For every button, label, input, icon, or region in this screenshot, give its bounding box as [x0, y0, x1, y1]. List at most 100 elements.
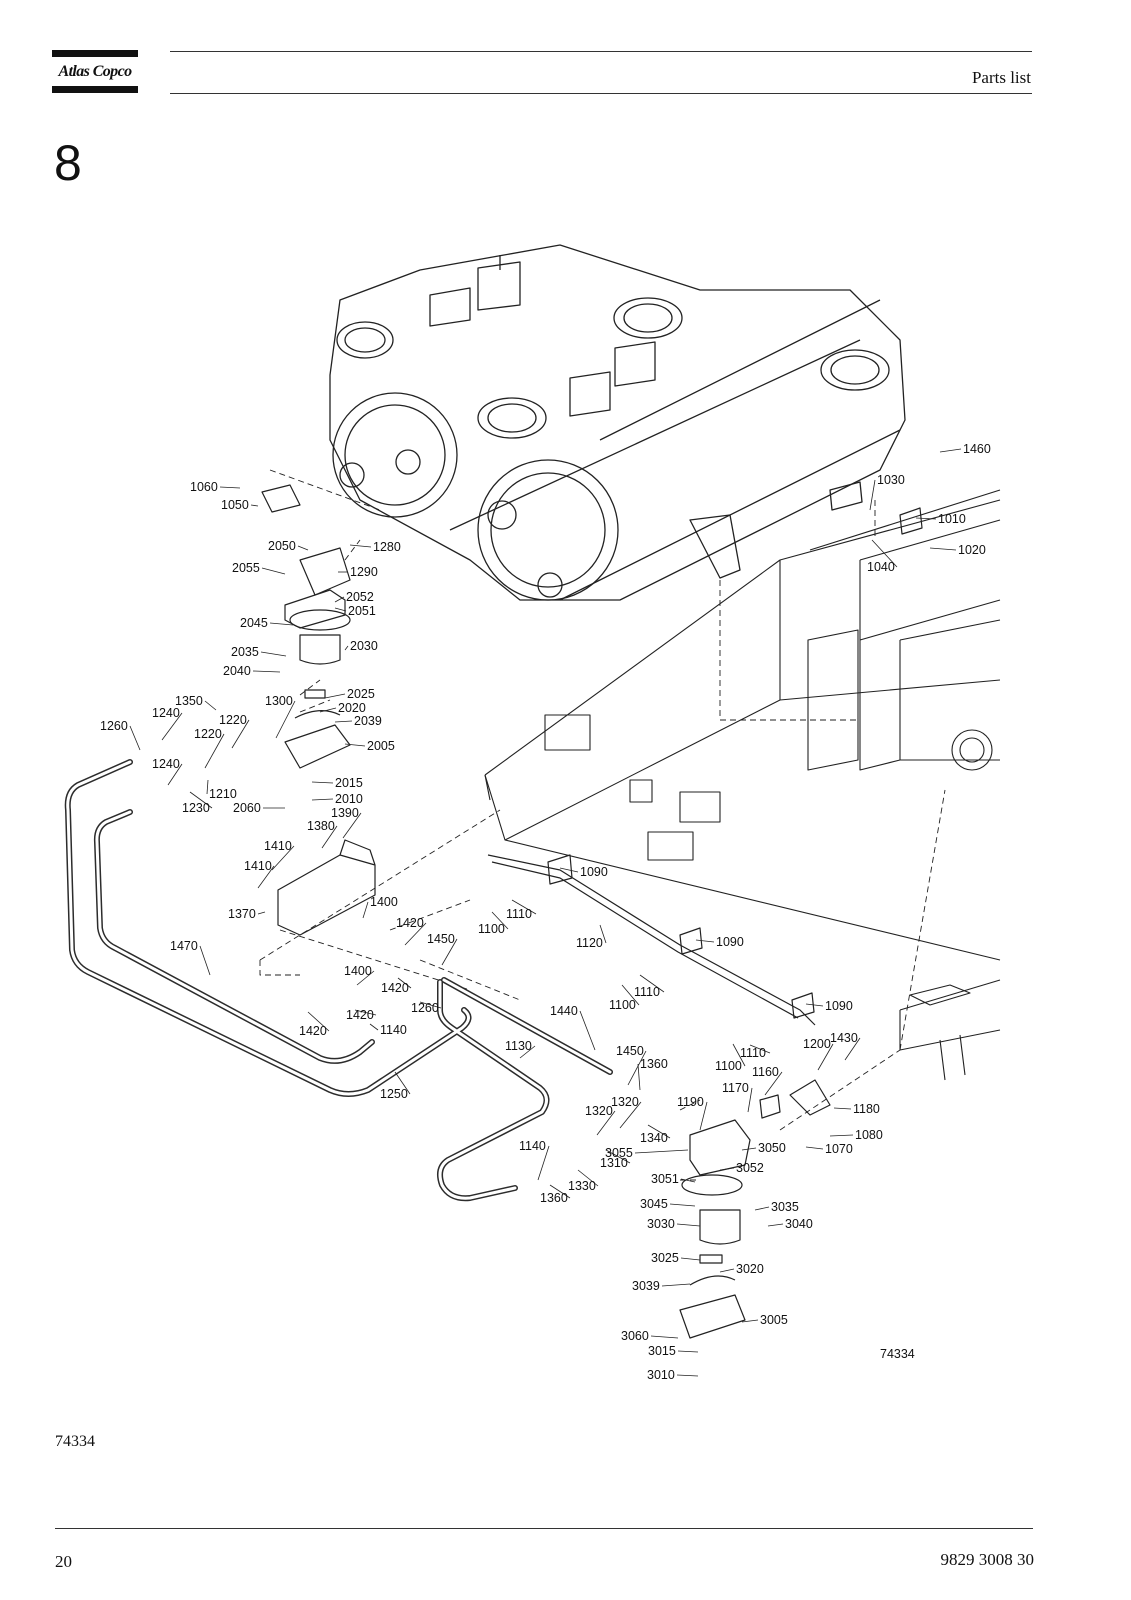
part-label-1310: 1310 — [600, 1156, 628, 1170]
part-label-1350: 1350 — [175, 694, 203, 708]
part-label-1320: 1320 — [585, 1104, 613, 1118]
leader-line-1140 — [369, 1023, 379, 1031]
leader-line-1100 — [491, 911, 509, 930]
part-label-1440: 1440 — [550, 1004, 578, 1018]
leader-line-1030 — [869, 479, 876, 511]
leader-line-3025 — [680, 1257, 701, 1261]
part-label-1140: 1140 — [519, 1139, 546, 1153]
leader-line-1230 — [189, 791, 213, 809]
part-label-2051: 2051 — [348, 604, 376, 618]
leader-line-1410 — [271, 845, 295, 871]
leader-line-1320 — [619, 1101, 642, 1129]
part-label-1030: 1030 — [877, 473, 905, 487]
leader-line-1040 — [871, 539, 898, 568]
part-label-1100: 1100 — [609, 998, 636, 1012]
atlas-copco-logo: Atlas Copco — [52, 50, 138, 93]
part-label-3052: 3052 — [736, 1161, 764, 1175]
part-label-1190: 1190 — [677, 1095, 704, 1109]
part-label-1220: 1220 — [219, 713, 247, 727]
part-label-1360: 1360 — [540, 1191, 568, 1205]
leader-line-2030 — [344, 645, 349, 651]
part-label-2020: 2020 — [338, 701, 366, 715]
part-label-1460: 1460 — [963, 442, 991, 456]
part-label-3035: 3035 — [771, 1200, 799, 1214]
part-label-1140: 1140 — [380, 1023, 407, 1037]
leader-line-3030 — [676, 1223, 701, 1227]
leader-line-1070 — [805, 1146, 824, 1150]
leader-line-1110 — [749, 1044, 771, 1054]
part-label-3050: 3050 — [758, 1141, 786, 1155]
part-label-2005: 2005 — [367, 739, 395, 753]
part-label-1260: 1260 — [411, 1001, 439, 1015]
part-label-3051: 3051 — [651, 1172, 679, 1186]
leader-line-1450 — [627, 1050, 647, 1086]
leader-line-1420 — [354, 1009, 377, 1016]
leader-line-1200 — [817, 1043, 834, 1071]
part-label-1010: 1010 — [938, 512, 966, 526]
part-label-1090: 1090 — [825, 999, 853, 1013]
leader-line-1340 — [647, 1124, 671, 1139]
leader-line-1210 — [206, 779, 209, 795]
part-label-1250: 1250 — [380, 1087, 408, 1101]
part-label-3010: 3010 — [647, 1368, 675, 1382]
part-label-2060: 2060 — [233, 801, 261, 815]
part-label-1160: 1160 — [752, 1065, 779, 1079]
part-label-2035: 2035 — [231, 645, 259, 659]
part-label-1240: 1240 — [152, 706, 180, 720]
leader-line-3035 — [754, 1206, 770, 1211]
leader-line-1010 — [915, 517, 937, 520]
part-label-1260: 1260 — [100, 719, 128, 733]
leader-line-1110 — [639, 974, 665, 993]
logo-text: Atlas Copco — [58, 63, 133, 80]
leader-line-2055 — [261, 567, 286, 575]
leader-line-1320 — [596, 1110, 616, 1136]
part-label-1020: 1020 — [958, 543, 986, 557]
part-label-3020: 3020 — [736, 1262, 764, 1276]
page-number: 20 — [55, 1552, 72, 1571]
leader-line-1420 — [397, 977, 412, 989]
leader-line-1460 — [939, 448, 962, 453]
footer-rule — [55, 1528, 1033, 1529]
leader-line-1180 — [833, 1107, 852, 1110]
leader-line-1400 — [356, 970, 375, 986]
leader-line-1350 — [204, 700, 217, 711]
leader-line-3020 — [719, 1268, 735, 1273]
part-label-1130: 1130 — [505, 1039, 532, 1053]
leader-line-1430 — [844, 1037, 861, 1061]
part-label-1070: 1070 — [825, 1142, 853, 1156]
part-label-1320: 1320 — [611, 1095, 639, 1109]
part-label-3025: 3025 — [651, 1251, 679, 1265]
leader-line-1370 — [257, 911, 266, 915]
leader-line-3005 — [741, 1319, 759, 1323]
part-label-1220: 1220 — [194, 727, 222, 741]
part-label-2055: 2055 — [232, 561, 260, 575]
part-label-1450: 1450 — [427, 932, 455, 946]
leader-line-1400 — [362, 901, 369, 919]
part-label-3055: 3055 — [605, 1146, 633, 1160]
part-label-1080: 1080 — [855, 1128, 883, 1142]
part-label-3040: 3040 — [785, 1217, 813, 1231]
leader-line-1140 — [537, 1145, 550, 1181]
leader-line-2039 — [334, 720, 353, 723]
part-label-2030: 2030 — [350, 639, 378, 653]
leader-line-2050 — [297, 545, 309, 551]
part-label-1230: 1230 — [182, 801, 210, 815]
header-rule-top — [170, 51, 1032, 52]
leader-line-1260 — [129, 725, 141, 751]
chapter-number: 8 — [54, 135, 82, 191]
part-label-1290: 1290 — [350, 565, 378, 579]
leader-line-1300 — [275, 700, 296, 739]
leader-line-3039 — [661, 1283, 691, 1287]
part-label-1410: 1410 — [244, 859, 272, 873]
part-label-1470: 1470 — [170, 939, 198, 953]
leader-line-1390 — [342, 812, 362, 839]
leader-line-1240 — [167, 763, 183, 786]
leader-line-3010 — [676, 1374, 699, 1377]
part-label-1240: 1240 — [152, 757, 180, 771]
part-label-1370: 1370 — [228, 907, 256, 921]
part-label-1420: 1420 — [396, 916, 424, 930]
part-label-1300: 1300 — [265, 694, 293, 708]
part-label-3030: 3030 — [647, 1217, 675, 1231]
part-label-1100: 1100 — [478, 922, 505, 936]
